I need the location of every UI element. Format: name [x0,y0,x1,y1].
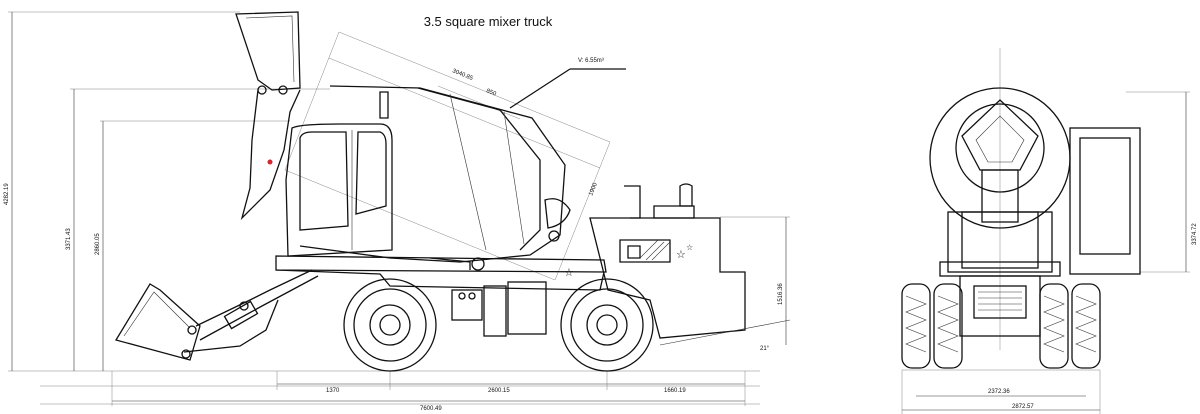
star-symbol-2: ☆ [686,243,693,252]
dim-front-overhang: 1370 [326,388,340,394]
dim-height-3: 2860.05 [95,233,101,255]
dim-rear-height: 3374.72 [1192,223,1198,245]
volume-note: V: 6.55m³ [578,58,604,64]
side-view: 4282.19 3371.43 2860.05 1516.36 1370 260… [4,11,791,412]
rear-view: 3374.72 2372.36 2872.57 [901,48,1198,414]
dim-drum-mid: 850 [485,88,497,98]
star-symbol-3: ☆ [564,266,574,279]
red-marker [267,159,273,165]
rear-wheel [560,278,654,372]
dim-departure-angle: 21° [760,346,770,352]
dim-drum-dia: 1900 [588,182,599,197]
front-wheel [343,278,437,372]
dim-overall-length: 7600.49 [420,406,442,412]
dim-drum-length: 3040.85 [451,68,474,82]
dim-wheelbase: 2600.15 [488,388,510,394]
dim-overall-width: 2872.57 [1012,404,1034,410]
dim-track: 2372.36 [988,389,1010,395]
dim-rear-overhang: 1660.19 [664,388,686,394]
star-symbol-1: ☆ [676,248,686,261]
dim-height-2: 3371.43 [66,228,72,250]
dim-overall-height: 4282.19 [4,183,10,205]
dim-rear-height: 1516.36 [778,283,784,305]
drawing-title: 3.5 square mixer truck [423,14,553,29]
